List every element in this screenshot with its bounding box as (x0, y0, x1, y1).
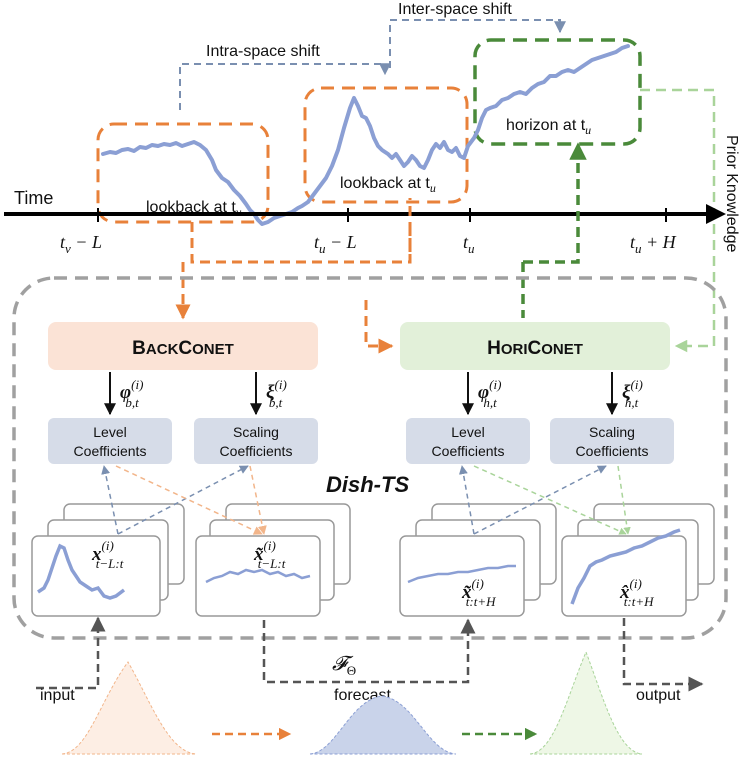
time-series-line (101, 44, 630, 226)
backconet-label: BACKCONET (132, 338, 234, 359)
xi-h-symbol: ξ(i)h,t (622, 377, 643, 410)
tick-tu: tu (463, 232, 475, 256)
tick-marks (97, 208, 667, 222)
output-label: output (636, 687, 681, 704)
svg-text:Level: Level (451, 424, 484, 440)
prior-knowledge-label: Prior Knowledge (723, 135, 740, 253)
output-distribution (529, 650, 643, 755)
input-label: input (40, 687, 75, 704)
hori-level-in (458, 465, 475, 535)
svg-text:Scaling: Scaling (233, 424, 279, 440)
hori-level-out (473, 465, 627, 535)
lookback-u-label: lookback at tu (340, 175, 436, 195)
svg-text:Coefficients: Coefficients (576, 443, 649, 459)
dish-ts-region (12, 276, 728, 640)
lookback-input-stack: x(i)t−L:t (31, 503, 185, 617)
x-tilde-horizon-symbol: x̃(i)t:t+H (461, 576, 496, 609)
svg-text:Scaling: Scaling (589, 424, 635, 440)
input-distribution (61, 661, 197, 755)
intra-shift-label: Intra-space shift (206, 43, 320, 60)
horizon-label: horizon at tu (506, 117, 591, 137)
f-theta-symbol: 𝓕Θ (332, 653, 356, 678)
horiconet-label: HORICONET (487, 338, 583, 359)
x-tilde-lookback-symbol: x̃(i)t−L:t (253, 538, 286, 571)
hori-scaling-in (473, 465, 607, 535)
x-hat-horizon-symbol: x̂(i)t:t+H (619, 576, 654, 609)
horizon-box (473, 38, 642, 146)
back-scaling-in (117, 465, 249, 535)
inter-shift-label: Inter-space shift (398, 1, 512, 18)
svg-text:Coefficients: Coefficients (74, 443, 147, 459)
hori-scaling-coefficients: Scaling Coefficients (550, 418, 674, 464)
x-lookback-symbol: x(i)t−L:t (91, 538, 124, 571)
prior-knowledge-arrow (640, 88, 716, 353)
phi-b-symbol: φ(i)b,t (120, 377, 143, 410)
xi-b-symbol: ξ(i)b,t (266, 377, 287, 410)
output-arrow (622, 618, 704, 692)
back-level-coefficients: Level Coefficients (48, 418, 172, 464)
hori-level-coefficients: Level Coefficients (406, 418, 530, 464)
hori-orange-input-arrow (364, 300, 394, 354)
tick-tv-minus-l: tv − L (60, 232, 102, 256)
svg-text:Coefficients: Coefficients (220, 443, 293, 459)
svg-text:Level: Level (93, 424, 126, 440)
tick-tu-plus-h: tu + H (630, 232, 677, 256)
lookback-v-box (96, 122, 270, 224)
tick-tu-minus-l: tu − L (314, 232, 357, 256)
back-level-in (101, 465, 119, 535)
input-arrow (36, 616, 106, 690)
back-scaling-out (249, 465, 267, 535)
forecast-arrow (262, 618, 476, 684)
phi-h-symbol: φ(i)h,t (478, 377, 501, 410)
time-label: Time (14, 188, 53, 208)
normalized-horizon-stack: x̃(i)t:t+H (399, 503, 557, 617)
forecast-horizon-stack: x̂(i)t:t+H (561, 503, 715, 617)
backconet-module (48, 322, 318, 370)
forecast-distribution (309, 695, 457, 755)
horiconet-module (400, 322, 670, 370)
hori-scaling-out (617, 465, 631, 535)
dish-ts-title: Dish-TS (326, 472, 409, 497)
svg-text:Coefficients: Coefficients (432, 443, 505, 459)
horizon-connector (523, 142, 587, 264)
inter-shift-annotation: Inter-space shift (389, 1, 566, 68)
intra-shift-annotation: Intra-space shift (179, 43, 391, 110)
normalized-lookback-stack: x̃(i)t−L:t (195, 503, 351, 617)
back-scaling-coefficients: Scaling Coefficients (194, 418, 318, 464)
